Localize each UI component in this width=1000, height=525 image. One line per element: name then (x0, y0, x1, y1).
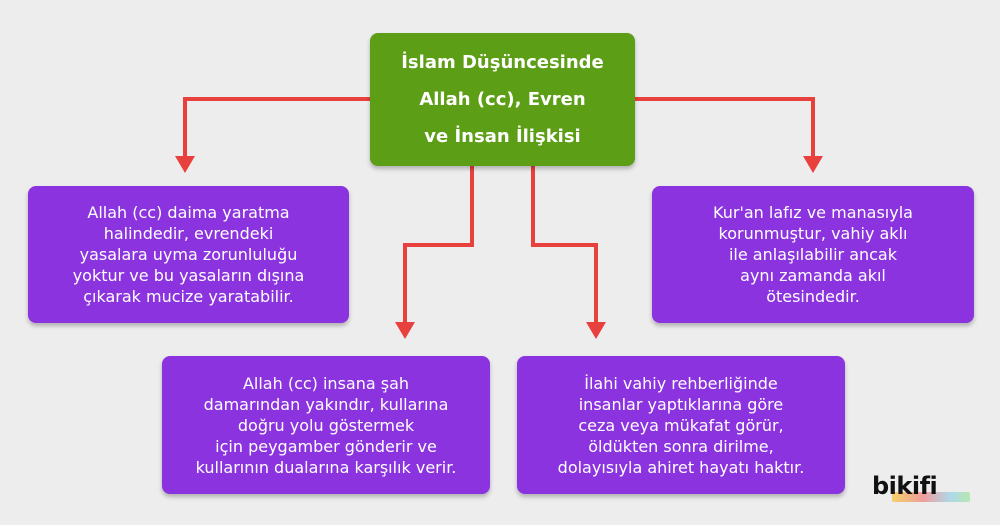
box-3-line-5: kullarının dualarına karşılık verir. (195, 457, 457, 477)
box-allah-creation: Allah (cc) daima yaratma halindedir, evr… (28, 186, 349, 323)
arrowhead-1 (175, 156, 195, 173)
box-quran-revelation: Kur'an lafız ve manasıyla korunmuştur, v… (652, 186, 974, 323)
box-4-line-4: öldükten sonra dirilme, (588, 436, 774, 456)
logo-highlight (892, 492, 970, 502)
box-4-line-1: İlahi vahiy rehberliğinde (584, 373, 778, 393)
box-1-line-3: yasalara uyma zorunluluğu (79, 245, 298, 264)
box-3-line-1: Allah (cc) insana şah (242, 373, 410, 393)
box-3-line-2: damarından yakındır, kullarına (203, 394, 449, 414)
box-2-line-2: korunmuştur, vahiy aklı (718, 224, 908, 243)
box-1-line-1: Allah (cc) daima yaratma (87, 203, 290, 222)
box-2-line-1: Kur'an lafız ve manasıyla (713, 203, 913, 222)
box-2-line-5: ötesindedir. (766, 287, 860, 306)
arrowhead-4 (586, 322, 606, 339)
box-2-line-4: aynı zamanda akıl (740, 266, 886, 285)
box-2-line-3: ile anlaşılabilir ancak (728, 245, 897, 264)
arrow-to-box-1 (183, 97, 370, 160)
bikifi-logo: bikifi (872, 472, 938, 500)
arrow-to-box-4 (531, 166, 598, 326)
box-1-line-2: halindedir, evrendeki (103, 224, 274, 243)
box-1-line-4: yoktur ve bu yasaların dışına (72, 266, 305, 285)
box-3-line-3: doğru yolu göstermek (237, 415, 415, 435)
box-4-line-5: dolayısıyla ahiret hayatı haktır. (557, 457, 805, 477)
central-topic-line-2: Allah (cc), Evren (419, 89, 586, 110)
box-4-line-2: insanlar yaptıklarına göre (578, 394, 784, 414)
arrow-to-box-3 (403, 166, 474, 326)
box-allah-closeness: Allah (cc) insana şah damarından yakındı… (162, 356, 490, 494)
box-3-line-4: için peygamber gönderir ve (215, 436, 437, 456)
central-topic-box: İslam Düşüncesinde Allah (cc), Evren ve … (370, 33, 635, 166)
box-1-line-5: çıkarak mucize yaratabilir. (83, 287, 294, 306)
box-4-line-3: ceza veya mükafat görür, (578, 415, 784, 435)
arrowhead-3 (395, 322, 415, 339)
arrow-to-box-2 (635, 97, 815, 160)
central-topic-line-3: ve İnsan İlişkisi (424, 126, 581, 147)
arrowhead-2 (803, 156, 823, 173)
box-divine-guidance: İlahi vahiy rehberliğinde insanlar yaptı… (517, 356, 845, 494)
central-topic-line-1: İslam Düşüncesinde (401, 52, 604, 73)
